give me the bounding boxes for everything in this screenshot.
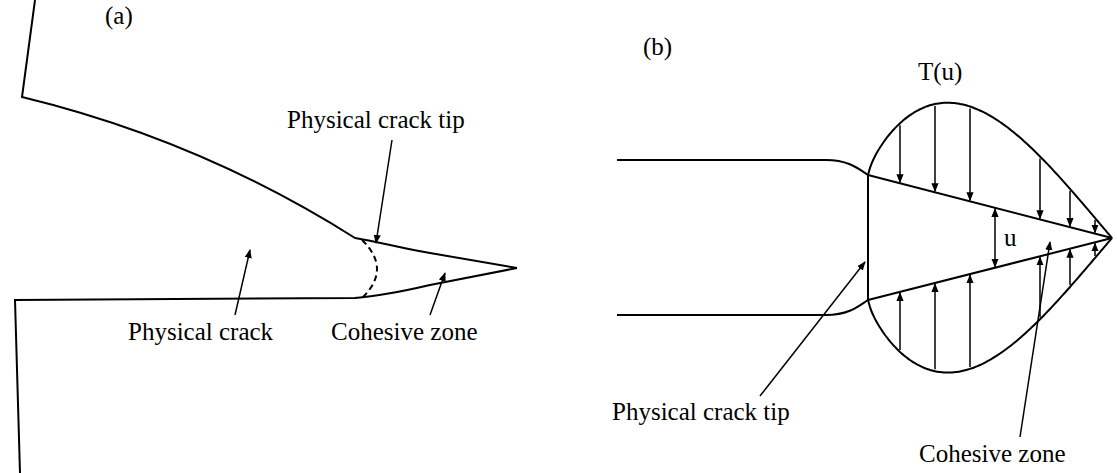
leader-arrow [760, 262, 865, 396]
traction-arrow [1039, 158, 1041, 218]
leader-arrow [376, 140, 392, 243]
crack-face-lower [617, 300, 868, 315]
panel-label: (a) [105, 2, 133, 31]
traction-arrow [934, 106, 936, 191]
leader-arrow [1020, 242, 1050, 437]
traction-arrow [899, 125, 901, 182]
leader-arrow [235, 250, 250, 315]
traction-arrow [1039, 257, 1041, 317]
traction-arrow [1094, 220, 1096, 233]
leader-arrow [430, 273, 445, 315]
traction-envelope-upper [868, 103, 1112, 238]
traction-arrow [1069, 250, 1071, 285]
callout-label: Physical crack [128, 318, 273, 347]
traction-label: T(u) [918, 58, 962, 87]
traction-envelope-lower [868, 238, 1112, 373]
specimen-outline-upper [22, 0, 517, 268]
crack-face-upper [617, 160, 868, 175]
traction-arrow [1069, 191, 1071, 226]
traction-arrow [969, 109, 971, 201]
opening-label: u [1004, 224, 1017, 253]
traction-arrow [969, 275, 971, 367]
traction-arrow [934, 284, 936, 369]
specimen-outline-lower [15, 268, 517, 473]
traction-arrow [1094, 243, 1096, 256]
callout-label: Cohesive zone [331, 318, 477, 347]
physical-crack-tip-line [867, 175, 869, 300]
opening-arrow [994, 209, 996, 267]
callout-label: Physical crack tip [612, 398, 790, 427]
physical-crack-tip-dashed [362, 240, 377, 298]
callout-label: Cohesive zone [919, 440, 1065, 469]
traction-arrow [899, 293, 901, 350]
panel-label: (b) [643, 33, 672, 62]
callout-label: Physical crack tip [287, 106, 465, 135]
